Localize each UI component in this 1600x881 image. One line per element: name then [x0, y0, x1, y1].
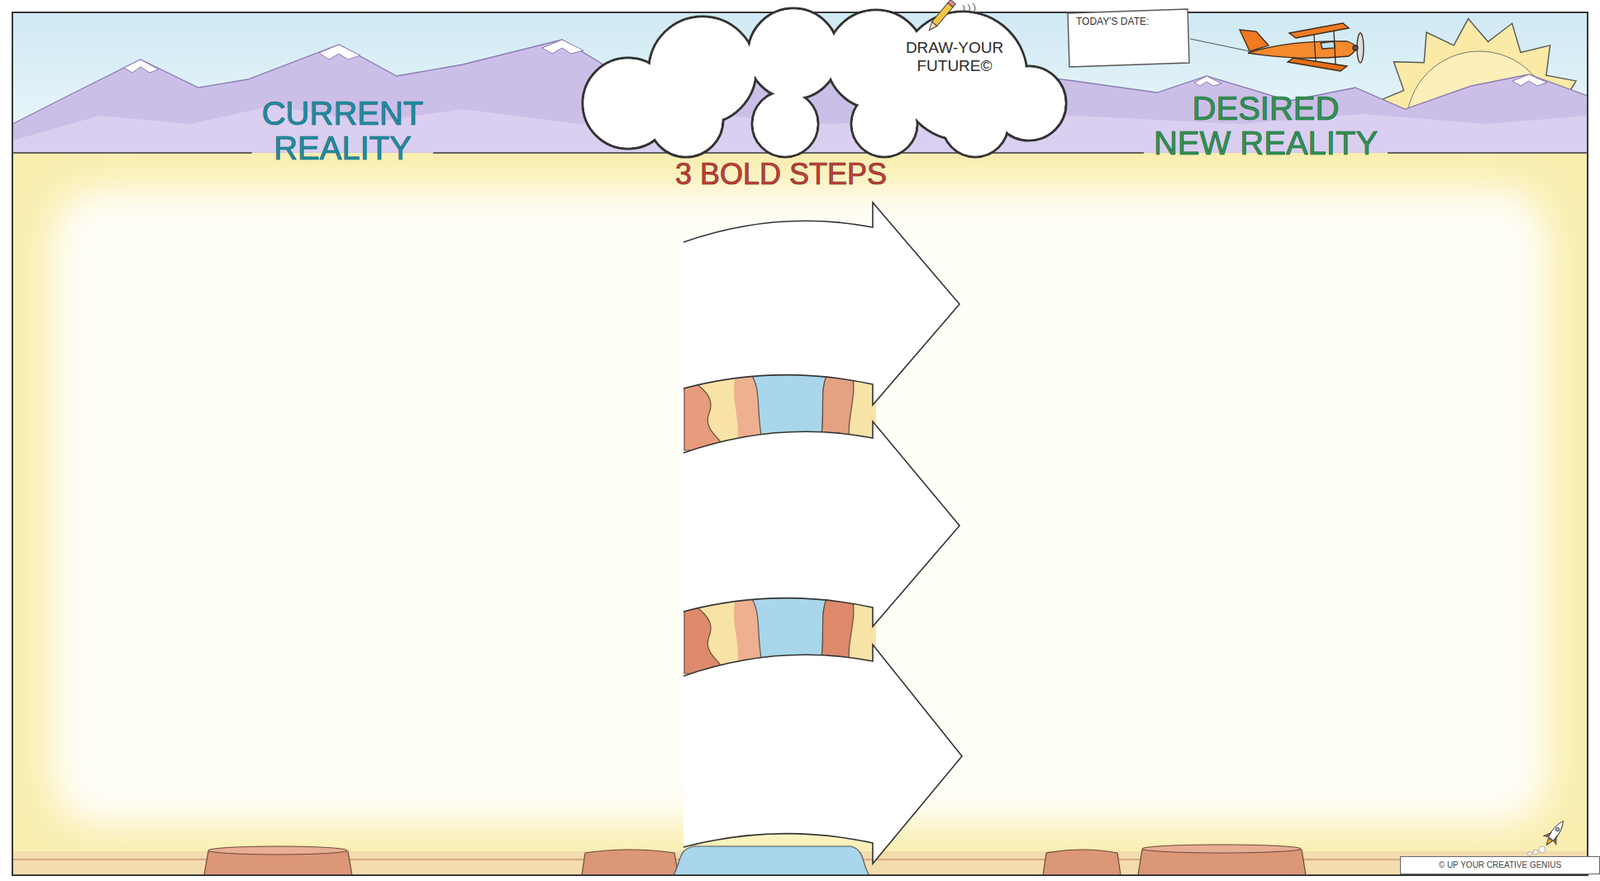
date-banner-shape: [1067, 9, 1190, 67]
title-cloud: DRAW-YOUR FUTURE©: [570, 0, 1075, 164]
mountain-range: [319, 44, 361, 60]
rocket: [1555, 827, 1561, 833]
rocket: [1552, 836, 1561, 844]
title-cloud-shape: [943, 92, 1008, 157]
biplane: [1247, 41, 1357, 58]
biplane: [1320, 41, 1335, 49]
step-arrow: [683, 202, 960, 405]
step-arrow: [683, 644, 962, 864]
title-text: DRAW-YOUR FUTURE©: [892, 38, 1017, 76]
horizon-line: [13, 152, 253, 154]
mountain-range: [1194, 76, 1222, 86]
rocket: [1547, 819, 1567, 841]
biplane: [1289, 23, 1349, 39]
title-cloud-shape: [753, 92, 818, 157]
step-arrow: [683, 421, 960, 627]
text-holder: TODAY'S DATE:: [1076, 15, 1149, 28]
pencil-icon: [932, 2, 953, 26]
rocket: [1544, 838, 1553, 847]
biplane: [1352, 45, 1358, 51]
step-arrow: [683, 644, 962, 864]
mountain-range: [1512, 74, 1548, 86]
step-arrow: [683, 202, 960, 405]
biplane: [1190, 38, 1250, 52]
canyon-floor: [673, 846, 870, 876]
step-arrow: [683, 202, 960, 405]
date-label: TODAY'S DATE:: [1076, 15, 1149, 28]
copyright-box-shape: [1400, 857, 1600, 875]
rocket: [1543, 830, 1552, 839]
section-heading: CURRENT REALITY: [228, 95, 458, 166]
step-arrow: [683, 644, 962, 864]
motion-marks: [962, 3, 976, 14]
copyright-box: © UP YOUR CREATIVE GENIUS: [1400, 856, 1600, 875]
canyon-floor: [1142, 844, 1301, 853]
canyon-floor: [208, 846, 348, 855]
pencil-icon: [947, 0, 956, 8]
mountain-range: [123, 59, 159, 73]
rocket-smoke: [1533, 849, 1539, 855]
rocket-smoke: [1538, 846, 1546, 853]
canyon-floor: [581, 849, 679, 876]
rocket: [1540, 816, 1570, 849]
mountain-range: [542, 39, 584, 54]
canyon-floor: [12, 844, 1588, 876]
title-cloud-shape: [747, 8, 839, 100]
rocket-smoke: [1528, 846, 1547, 857]
horizon-line: [1387, 152, 1587, 154]
text-holder: DRAW-YOUR FUTURE©: [892, 38, 1017, 76]
text-holder: © UP YOUR CREATIVE GENIUS: [1400, 856, 1600, 875]
title-cloud-shape: [852, 92, 917, 157]
step-arrow: [683, 421, 960, 627]
title-cloud-shape: [752, 90, 819, 158]
frame-border: [12, 12, 1588, 876]
title-cloud-shape: [650, 84, 723, 157]
pencil-icon: [926, 21, 938, 33]
pencil-icon: [926, 0, 956, 33]
biplane: [1190, 23, 1364, 72]
rocket-smoke: [1528, 852, 1533, 857]
title-cloud-shape: [749, 9, 839, 99]
steps-heading: 3 BOLD STEPS: [657, 158, 905, 191]
canyon-floor: [1138, 845, 1306, 876]
title-cloud-shape: [570, 0, 1075, 164]
canyon-floor: [204, 847, 353, 876]
biplane: [1287, 57, 1348, 72]
section-heading: DESIRED NEW REALITY: [1151, 90, 1381, 161]
step-arrow: [683, 421, 960, 627]
canyon-floor: [1042, 849, 1121, 876]
copyright-text: © UP YOUR CREATIVE GENIUS: [1400, 861, 1600, 870]
date-banner: TODAY'S DATE:: [1066, 8, 1191, 68]
biplane: [1314, 34, 1316, 62]
